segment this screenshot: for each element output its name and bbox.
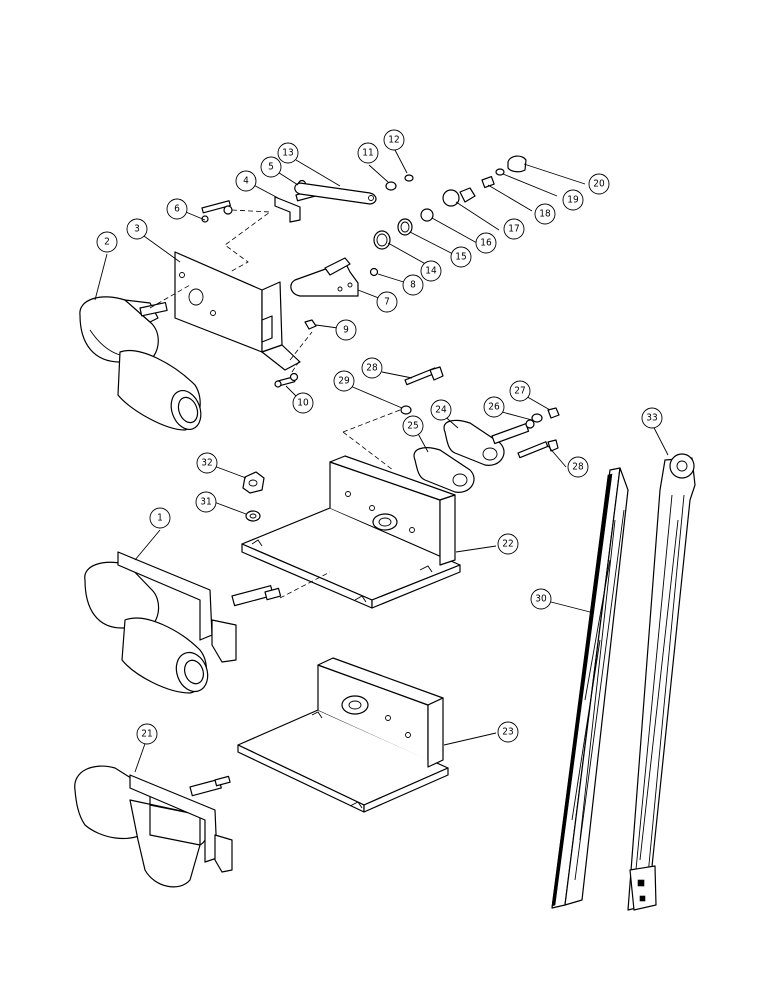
callout: 20 <box>588 173 610 195</box>
svg-text:7: 7 <box>384 297 390 308</box>
callout: 17 <box>503 218 525 240</box>
svg-text:33: 33 <box>646 413 657 424</box>
callout: 11 <box>357 142 379 164</box>
svg-text:15: 15 <box>455 252 466 263</box>
svg-text:27: 27 <box>514 386 525 397</box>
svg-text:29: 29 <box>338 376 350 387</box>
callout: 12 <box>383 129 405 151</box>
svg-text:20: 20 <box>593 179 605 190</box>
callout: 28 <box>361 357 383 379</box>
svg-text:24: 24 <box>435 405 447 416</box>
svg-text:21: 21 <box>141 729 152 740</box>
hardware-upper-right <box>373 155 527 250</box>
svg-text:28: 28 <box>366 363 378 374</box>
svg-text:12: 12 <box>388 135 399 146</box>
svg-text:30: 30 <box>535 594 547 605</box>
callout: 32 <box>196 452 218 474</box>
callout: 19 <box>562 189 584 211</box>
mounting-bracket-23 <box>237 657 449 813</box>
callout: 18 <box>534 203 556 225</box>
mounting-bracket-3 <box>174 251 301 371</box>
linkage-arms <box>290 182 379 297</box>
hardware-9-10 <box>274 319 317 388</box>
callout: 21 <box>136 723 158 745</box>
svg-text:22: 22 <box>502 539 513 550</box>
svg-text:31: 31 <box>200 497 211 508</box>
callout: 6 <box>166 198 188 220</box>
svg-text:2: 2 <box>104 237 110 248</box>
svg-text:4: 4 <box>243 176 249 187</box>
callout: 15 <box>450 246 472 268</box>
gasket-and-plate <box>342 366 560 493</box>
callout: 30 <box>530 588 552 610</box>
nut-washer-31-32 <box>242 471 265 522</box>
svg-text:6: 6 <box>174 204 180 215</box>
svg-text:8: 8 <box>410 280 416 291</box>
mounting-bracket-22 <box>241 455 461 609</box>
wiper-blade-30 <box>551 467 629 909</box>
svg-text:18: 18 <box>539 209 551 220</box>
callout: 22 <box>497 533 519 555</box>
callout: 2 <box>96 231 118 253</box>
svg-text:1: 1 <box>157 513 163 524</box>
callout: 5 <box>260 156 282 178</box>
leader-lines <box>94 149 669 773</box>
callout: 7 <box>376 291 398 313</box>
svg-text:11: 11 <box>362 148 373 159</box>
svg-text:25: 25 <box>407 421 418 432</box>
assembly-lines-upper <box>149 209 313 373</box>
callout: 4 <box>235 170 257 192</box>
callout: 13 <box>277 142 299 164</box>
callout: 31 <box>195 491 217 513</box>
callout: 28 <box>567 456 589 478</box>
callout: 33 <box>641 407 663 429</box>
svg-text:14: 14 <box>425 266 437 277</box>
callout: 3 <box>126 218 148 240</box>
svg-text:19: 19 <box>567 195 579 206</box>
callout: 27 <box>509 380 531 402</box>
svg-text:26: 26 <box>488 402 500 413</box>
svg-text:3: 3 <box>134 224 140 235</box>
callout: 29 <box>333 370 355 392</box>
callout: 23 <box>497 721 519 743</box>
callout: 1 <box>149 507 171 529</box>
callout: 24 <box>430 399 452 421</box>
callout: 16 <box>475 232 497 254</box>
wiper-arm-33 <box>627 453 696 911</box>
svg-text:17: 17 <box>508 224 519 235</box>
svg-text:9: 9 <box>343 325 349 336</box>
wiper-motor-21 <box>74 765 233 888</box>
svg-text:28: 28 <box>572 462 584 473</box>
callout: 9 <box>335 319 357 341</box>
svg-text:16: 16 <box>480 238 492 249</box>
callout: 25 <box>402 415 424 437</box>
svg-text:10: 10 <box>297 398 309 409</box>
svg-text:23: 23 <box>502 727 513 738</box>
callout: 14 <box>420 260 442 282</box>
wiper-motor-1 <box>84 551 331 694</box>
svg-text:13: 13 <box>282 148 293 159</box>
svg-text:5: 5 <box>268 162 274 173</box>
callout: 8 <box>402 274 424 296</box>
svg-text:32: 32 <box>201 458 212 469</box>
wiper-motor-2 <box>79 296 202 431</box>
callout: 10 <box>292 392 314 414</box>
callout: 26 <box>483 396 505 418</box>
